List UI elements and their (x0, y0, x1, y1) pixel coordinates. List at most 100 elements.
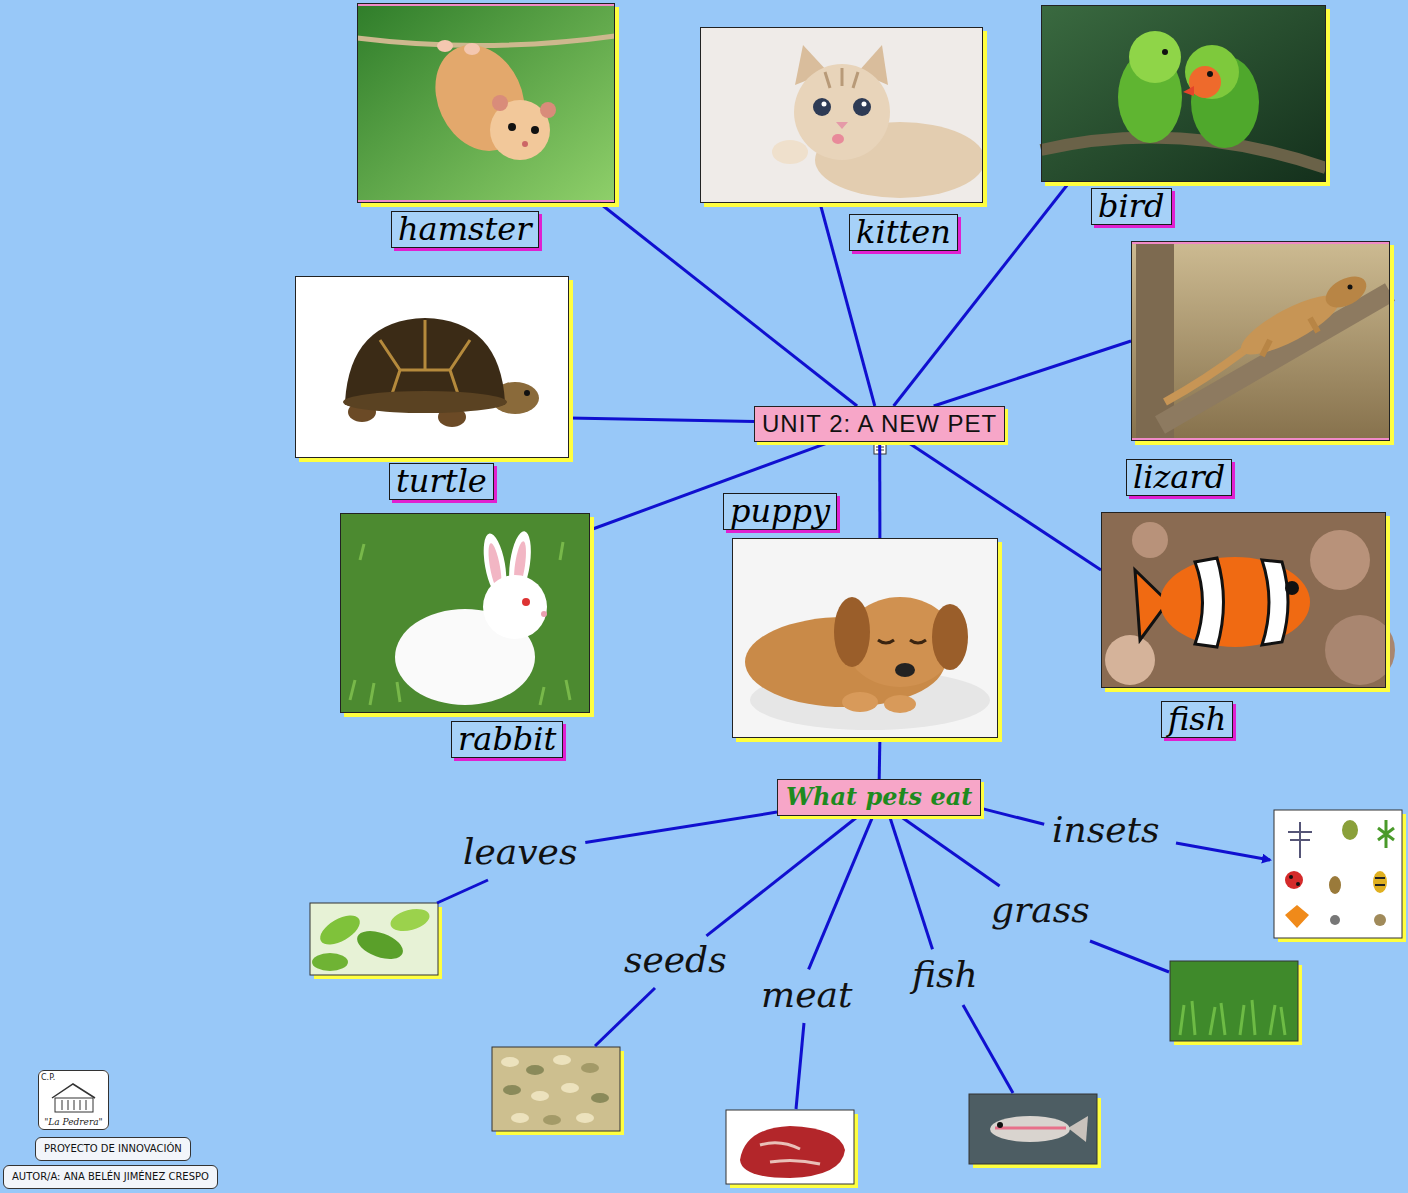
animal-label: rabbit (451, 721, 563, 758)
subtopic-box-text: What pets eat (786, 783, 972, 812)
seeds-picture-part (543, 1115, 561, 1125)
hamster-picture-part (492, 95, 508, 111)
bird-picture (1041, 5, 1326, 182)
puppy-picture-part (842, 692, 878, 712)
kitten-picture (700, 27, 985, 203)
kitten-picture-part (825, 68, 858, 88)
connector-line (600, 203, 858, 406)
subtopic-box: What pets eat (777, 779, 981, 816)
animal-label: bird (1091, 188, 1172, 225)
puppy-picture-part (878, 640, 926, 643)
turtle-picture-part (345, 318, 505, 402)
puppy-picture-part (932, 604, 968, 670)
food-word: meat (758, 974, 855, 1015)
lizard-picture-part (1262, 318, 1318, 356)
connector-line (706, 816, 858, 936)
school-logo-part (52, 1084, 95, 1098)
rabbit-picture-part (522, 598, 530, 606)
credit-box-text: PROYECTO DE INNOVACIÓN (44, 1143, 182, 1155)
food-word-text: fish (912, 954, 978, 995)
central-topic: UNIT 2: A NEW PET (754, 406, 1005, 442)
leaves-picture (310, 903, 442, 979)
meat-picture-part (760, 1143, 820, 1164)
seeds-picture-part (553, 1055, 571, 1065)
puppy-picture-part (895, 663, 915, 677)
puppy-picture-part (834, 597, 870, 667)
seeds-picture-part (503, 1085, 521, 1095)
insects-picture-part (1274, 810, 1402, 938)
turtle-picture-part (295, 276, 569, 458)
insects-picture-part (1375, 878, 1385, 885)
credit-box: AUTOR/A: ANA BELÉN JIMÉNEZ CRESPO (3, 1165, 218, 1189)
insects-picture-part (1373, 871, 1387, 893)
hamster-picture (357, 3, 615, 203)
rabbit-picture-part (483, 575, 547, 639)
kitten-picture-part (772, 140, 808, 164)
lizard-picture-part (1160, 292, 1390, 425)
lizard-picture-part (1348, 285, 1353, 290)
seeds-picture-part (501, 1057, 519, 1067)
animal-label: hamster (391, 211, 539, 248)
clownfish-picture-part (1132, 522, 1168, 558)
food-word-text: meat (761, 974, 852, 1015)
leader-lines (437, 843, 1270, 1109)
meat-picture-part (726, 1110, 854, 1184)
bird-picture-part (1041, 138, 1326, 168)
clownfish-picture-part (1325, 615, 1395, 685)
fish-food-picture-part (997, 1122, 1003, 1128)
seeds-picture (492, 1047, 624, 1135)
animal-picture: rabbit (340, 513, 590, 713)
seeds-picture-part (511, 1113, 529, 1123)
kitten-picture-part (794, 64, 890, 160)
puppy-picture-part (732, 538, 998, 738)
turtle-picture-part (524, 390, 530, 396)
clownfish-picture-part (1105, 635, 1155, 685)
clownfish-picture (1101, 512, 1395, 688)
kitten-picture-part (862, 102, 867, 107)
school-logo-part (38, 1070, 109, 1130)
insects-picture-part (1296, 882, 1300, 886)
insects-picture-part (1288, 822, 1312, 858)
rabbit-picture-part (350, 542, 570, 705)
food-word: insets (1049, 809, 1162, 850)
animal-label: turtle (389, 463, 494, 500)
hamster-picture-part (464, 43, 480, 55)
animal-label: kitten (849, 214, 958, 251)
seeds-picture-part (561, 1083, 579, 1093)
leader-lines-part (796, 1023, 804, 1109)
kitten-picture-part (853, 98, 871, 116)
connector-line (878, 738, 882, 779)
school-logo (38, 1070, 109, 1130)
insects-picture-part (1342, 820, 1358, 840)
clownfish-picture-part (1310, 530, 1370, 590)
fish-food-picture-part (990, 1116, 1070, 1142)
logo-text: C.P. (41, 1073, 55, 1082)
rabbit-picture-part (340, 513, 590, 713)
leaves-picture-part (312, 953, 348, 971)
clownfish-picture-part (1160, 557, 1310, 647)
insects-picture-part (1285, 871, 1303, 889)
grass-picture-part (1170, 961, 1298, 1041)
kitten-picture-part (813, 98, 831, 116)
turtle-picture-part (380, 320, 470, 400)
hamster-picture-part (522, 141, 528, 147)
seeds-picture-part (576, 1113, 594, 1123)
meat-picture (726, 1110, 858, 1188)
clownfish-picture-part (1285, 581, 1299, 595)
hamster-picture-part (540, 102, 556, 118)
seeds-picture-part (581, 1063, 599, 1073)
credit-box-text: AUTOR/A: ANA BELÉN JIMÉNEZ CRESPO (12, 1171, 209, 1183)
fish-food-picture-part (1068, 1116, 1088, 1142)
hamster-picture-part (508, 123, 516, 131)
bird-picture-part (1183, 86, 1194, 96)
insects-picture-part (1378, 820, 1394, 848)
logo-box: C.P."La Pedrera" (38, 1070, 109, 1130)
kitten-picture-part (836, 122, 848, 129)
leader-lines-part (1090, 941, 1169, 972)
connector-line (889, 816, 932, 949)
connector-line (585, 812, 777, 843)
rabbit-picture (340, 513, 590, 713)
hamster-picture-part (357, 36, 615, 46)
seeds-picture-part (526, 1065, 544, 1075)
